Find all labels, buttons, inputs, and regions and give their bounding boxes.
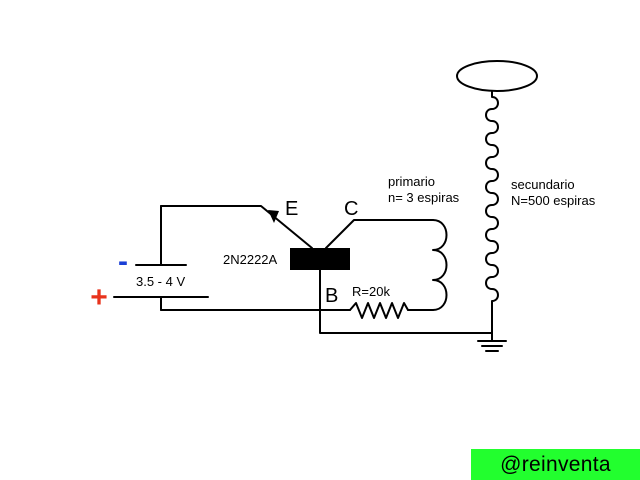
transistor-part-label: 2N2222A xyxy=(223,252,278,267)
primary-coil-title: primario xyxy=(388,174,435,189)
watermark-badge: @reinventa xyxy=(471,449,640,480)
collector-wire xyxy=(325,219,434,249)
base-label: B xyxy=(325,285,338,307)
collector-label: C xyxy=(344,198,358,220)
emitter-label: E xyxy=(285,198,298,220)
transistor-body xyxy=(290,248,350,270)
emitter-wire xyxy=(160,205,313,249)
watermark-text: @reinventa xyxy=(500,453,611,476)
battery-minus-sign: - xyxy=(118,245,128,278)
primary-coil-turns: n= 3 espiras xyxy=(388,190,460,205)
battery-plus-sign: + xyxy=(90,281,108,314)
emitter-arrow-icon xyxy=(268,210,279,223)
base-ground-wire xyxy=(319,269,493,334)
ground-symbol xyxy=(477,332,507,352)
battery-symbol xyxy=(113,205,209,311)
primary-coil xyxy=(432,219,448,311)
secondary-coil-title: secundario xyxy=(511,177,575,192)
top-load-ellipse xyxy=(456,60,538,92)
resistor-zigzag xyxy=(349,302,409,319)
battery-voltage-label: 3.5 - 4 V xyxy=(136,274,185,289)
secondary-coil xyxy=(485,90,499,334)
resistor-label: R=20k xyxy=(352,284,390,299)
secondary-coil-turns: N=500 espiras xyxy=(511,193,596,208)
